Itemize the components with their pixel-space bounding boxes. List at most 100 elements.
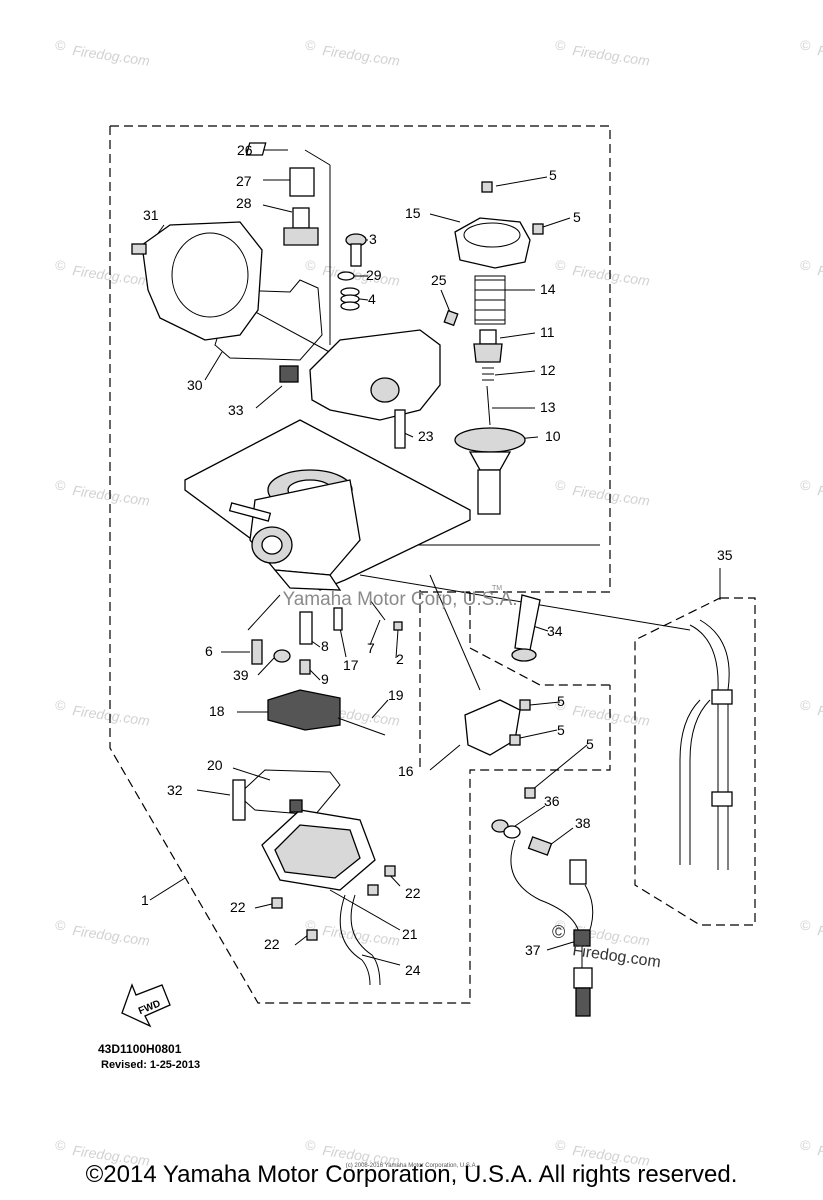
part-4-spring — [340, 287, 360, 311]
callout-36: 36 — [544, 793, 560, 809]
watermark-mark: © — [555, 917, 566, 933]
carburetor-body — [184, 419, 471, 591]
float-bowl — [261, 799, 381, 986]
part-10-diaphragm — [454, 427, 526, 515]
watermark-mark: © — [555, 697, 566, 713]
small-parts-below-body — [251, 599, 403, 675]
watermark-text: Firedog.com — [72, 42, 152, 69]
callout-39: 39 — [233, 667, 249, 683]
callout-5: 5 — [573, 209, 581, 225]
callout-25: 25 — [431, 272, 447, 288]
tiny-copyright: (c) 2008-2016 Yamaha Motor Corporation, … — [345, 1163, 478, 1169]
callout-26: 26 — [237, 142, 253, 158]
watermark-text: Firedog.com — [572, 702, 652, 729]
watermark-mark: © — [555, 37, 566, 53]
watermark-mark: © — [555, 1137, 566, 1153]
watermark-text: Firedog.com — [322, 42, 402, 69]
part-12-clip — [482, 367, 494, 381]
center-watermark: Yamaha Motor Corp, U.S.A. — [282, 589, 517, 610]
watermark-mark: © — [800, 37, 811, 53]
watermark-text: Firedog.com — [72, 482, 152, 509]
callout-2: 2 — [396, 651, 404, 667]
watermark-mark: © — [55, 697, 66, 713]
center-watermark-mark: TM — [492, 585, 502, 592]
watermark-text: Firedog.com — [72, 702, 152, 729]
watermark-mark: © — [305, 257, 316, 273]
part-35-hoses — [679, 619, 733, 870]
part-18-float — [267, 689, 341, 731]
watermark-text: Firedog.com — [322, 922, 402, 949]
callout-5: 5 — [586, 736, 594, 752]
part-26-plate — [245, 142, 267, 156]
part-33-block — [279, 365, 299, 383]
watermark-text: Firedog.com — [817, 262, 823, 289]
callout-13: 13 — [540, 399, 556, 415]
watermark-mark: © — [305, 37, 316, 53]
callout-22: 22 — [405, 885, 421, 901]
watermark-text: Firedog.com — [817, 702, 823, 729]
callout-38: 38 — [575, 815, 591, 831]
callout-20: 20 — [207, 757, 223, 773]
watermark-mark: © — [800, 917, 811, 933]
watermark-text: Firedog.com — [817, 42, 823, 69]
callout-33: 33 — [228, 402, 244, 418]
callout-4: 4 — [368, 291, 376, 307]
callout-24: 24 — [405, 962, 421, 978]
watermark-mark: © — [800, 477, 811, 493]
revised-date: Revised: 1-25-2013 — [101, 1059, 200, 1071]
callout-35: 35 — [717, 547, 733, 563]
watermark-mark: © — [55, 257, 66, 273]
part-20-gasket — [237, 769, 341, 816]
part-15-cap — [454, 181, 544, 269]
screws-22 — [271, 865, 396, 941]
callout-18: 18 — [209, 703, 225, 719]
part-32-jet — [232, 779, 246, 821]
part-3-screw — [345, 233, 367, 267]
part-25-screw — [443, 309, 459, 327]
part-27-spring — [289, 167, 315, 197]
callout-31: 31 — [143, 207, 159, 223]
diagram-code: 43D1100H0801 — [98, 1042, 182, 1056]
callout-34: 34 — [547, 623, 563, 639]
callout-5: 5 — [549, 167, 557, 183]
callout-22: 22 — [230, 899, 246, 915]
callout-22: 22 — [264, 936, 280, 952]
callout-17: 17 — [343, 657, 359, 673]
part-31-cover — [131, 221, 263, 341]
watermark-text: Firedog.com — [817, 482, 823, 509]
callout-29: 29 — [366, 267, 382, 283]
callout-6: 6 — [205, 643, 213, 659]
watermark-text: Firedog.com — [817, 922, 823, 949]
copyright-footer: ©2014 Yamaha Motor Corporation, U.S.A. A… — [85, 1161, 738, 1188]
callout-23: 23 — [418, 428, 434, 444]
fwd-arrow: FWD — [121, 983, 171, 1028]
callout-21: 21 — [402, 926, 418, 942]
callout-16: 16 — [398, 763, 414, 779]
callout-12: 12 — [540, 362, 556, 378]
watermark-mark: © — [555, 477, 566, 493]
part-34-hose-fitting — [511, 594, 541, 662]
callout-11: 11 — [540, 324, 555, 340]
watermark-text: Firedog.com — [572, 42, 652, 69]
part-13-needle — [486, 385, 491, 426]
callout-10: 10 — [545, 428, 561, 444]
assembly-outlines — [109, 125, 756, 1004]
callout-15: 15 — [405, 205, 421, 221]
watermark-mark: © — [55, 1137, 66, 1153]
callout-28: 28 — [236, 195, 252, 211]
watermark-mark: © — [800, 257, 811, 273]
part-19-pin — [337, 717, 386, 736]
watermark-mark: © — [305, 917, 316, 933]
callout-8: 8 — [321, 638, 329, 654]
watermark-mark: © — [305, 1137, 316, 1153]
callout-19: 19 — [388, 687, 404, 703]
watermark-text: Firedog.com — [72, 262, 152, 289]
callout-37: 37 — [525, 942, 541, 958]
callout-1: 1 — [141, 892, 149, 908]
watermark-mark: © — [55, 917, 66, 933]
callout-32: 32 — [167, 782, 183, 798]
watermark-mark: © — [800, 1137, 811, 1153]
callout-27: 27 — [236, 173, 252, 189]
